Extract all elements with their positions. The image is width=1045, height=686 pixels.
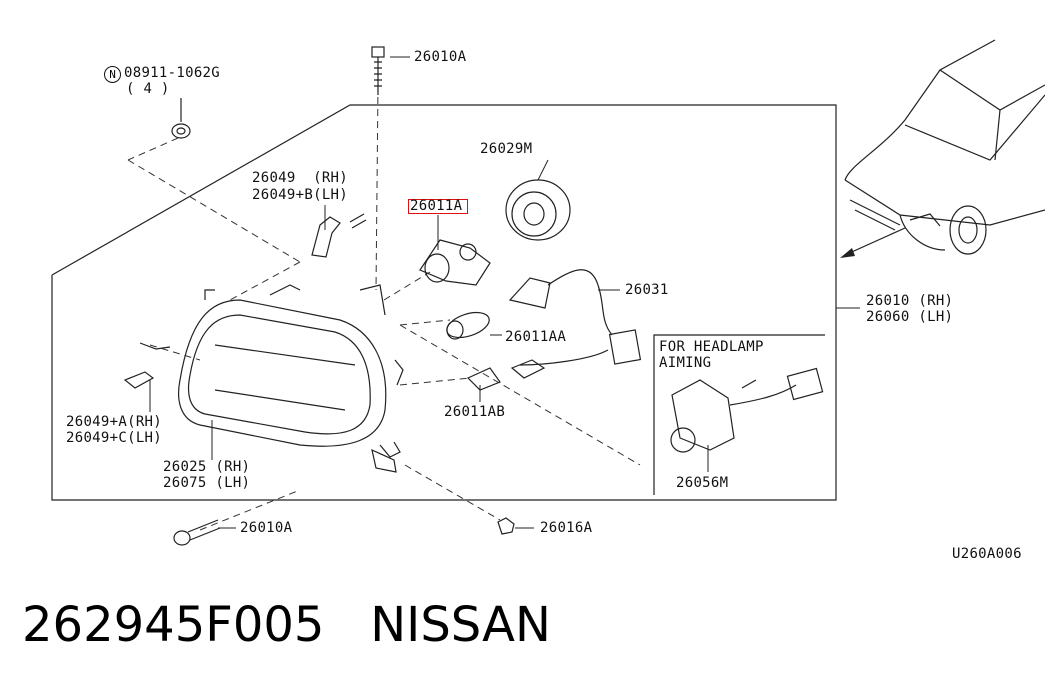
label-small-bulb: 26011AA: [505, 329, 567, 345]
main-bulb: [419, 239, 491, 286]
label-nut-qty: ( 4 ): [126, 81, 170, 97]
harness: [508, 269, 642, 366]
small-bulb: [446, 311, 490, 340]
side-bulb: [466, 359, 546, 391]
label-bulb-socket: 26029M: [480, 141, 533, 157]
label-side-bulb: 26011AB: [444, 404, 506, 420]
aiming-motor: [670, 367, 824, 453]
label-housing-lh: 26075 (LH): [163, 475, 251, 491]
bracket-b: [123, 342, 171, 389]
footer-title: 262945F005 NISSAN: [22, 597, 551, 653]
label-main-bulb: 26011A: [410, 198, 463, 214]
label-assembly-lh: 26060 (LH): [866, 309, 954, 325]
label-screw-bottom: 26010A: [240, 520, 293, 536]
assembly-frame: [51, 104, 837, 501]
top-screw: [371, 46, 385, 95]
footer-part-number: 262945F005: [22, 597, 325, 653]
nut: [171, 98, 191, 139]
label-harness: 26031: [625, 282, 669, 298]
highlight-box: [408, 199, 468, 214]
clip: [497, 517, 515, 535]
bulb-socket: [505, 179, 571, 241]
label-figure-code: U260A006: [952, 546, 1022, 562]
bracket-a: [311, 213, 367, 258]
label-assembly-rh: 26010 (RH): [866, 293, 954, 309]
label-screw-top: 26010A: [414, 49, 467, 65]
label-housing-rh: 26025 (RH): [163, 459, 251, 475]
label-bracket-a-rh: 26049 (RH): [252, 170, 349, 186]
label-nut-part: 08911-1062G: [124, 65, 221, 81]
label-aiming-motor: 26056M: [676, 475, 729, 491]
label-bracket-a-lh: 26049+B(LH): [252, 187, 349, 203]
label-aiming-title-2: AIMING: [659, 355, 712, 371]
headlamp-housing: [178, 284, 404, 458]
vehicle-outline: [844, 39, 1045, 255]
label-bracket-b-rh: 26049+A(RH): [66, 414, 163, 430]
label-bracket-b-lh: 26049+C(LH): [66, 430, 163, 446]
bottom-screw: [173, 519, 221, 546]
n-marker: N: [104, 66, 121, 83]
aiming-frame: [653, 334, 825, 495]
label-clip: 26016A: [540, 520, 593, 536]
footer-brand: NISSAN: [370, 597, 551, 653]
label-aiming-title-1: FOR HEADLAMP: [659, 339, 764, 355]
lower-mount: [371, 448, 397, 473]
